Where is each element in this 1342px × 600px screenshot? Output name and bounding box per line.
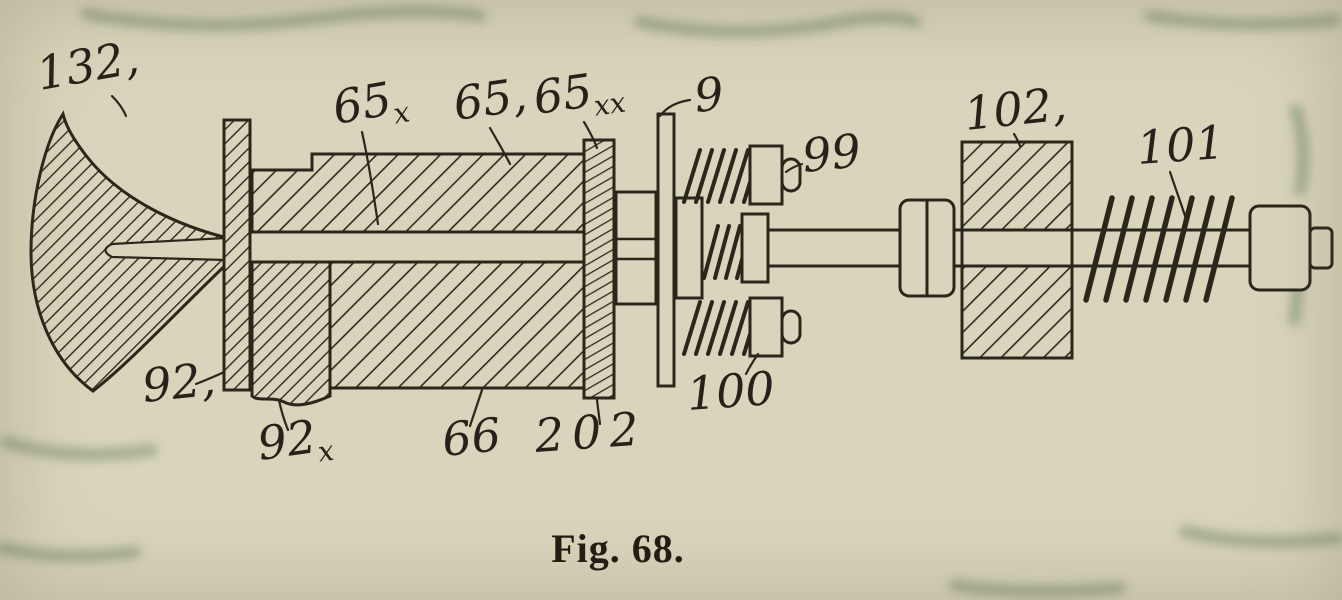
leader-100: [744, 352, 760, 376]
part-92x-lower-piece: [250, 260, 332, 407]
assembly-parts: [29, 110, 1334, 407]
label-132: 132,: [33, 30, 143, 101]
part-labels: 132, 65x 65, 65xx 9 99 102, 101 92, 92x …: [33, 30, 1227, 477]
leader-lines: [110, 94, 1189, 432]
part-202-end-strip: [582, 138, 616, 400]
coupler-block: [614, 190, 658, 306]
label-66: 66: [440, 407, 504, 467]
leader-99: [784, 162, 804, 174]
knob-center-slot: [104, 236, 228, 262]
leader-65x: [360, 130, 380, 226]
leader-102: [1012, 132, 1022, 148]
part-102-block: [960, 140, 1074, 360]
leader-65xx: [582, 120, 599, 150]
label-202: 202: [532, 401, 648, 463]
spring-101: [1083, 195, 1235, 303]
cap-middle-washer: [740, 212, 770, 284]
label-100: 100: [685, 361, 776, 421]
label-101: 101: [1135, 115, 1226, 175]
label-65: 65,: [450, 67, 530, 131]
label-92: 92,: [140, 352, 218, 413]
leader-9: [658, 98, 692, 118]
label-99: 99: [800, 123, 864, 183]
part-9-plate: [656, 112, 676, 388]
part-92-plate: [222, 118, 252, 392]
cap-top-99: [748, 144, 802, 206]
label-102: 102,: [962, 77, 1070, 141]
part-65-upper-beam: [250, 152, 586, 234]
label-65x: 65x: [329, 69, 413, 141]
leader-202: [595, 398, 602, 426]
leader-92x: [277, 398, 290, 432]
leader-92: [194, 370, 226, 386]
leader-132: [110, 94, 128, 118]
leader-65: [488, 126, 512, 166]
leader-101: [1168, 170, 1189, 224]
part-66-lower-beam: [328, 260, 586, 390]
hex-nut: [898, 198, 956, 298]
figure-caption: Fig. 68.: [551, 526, 685, 571]
end-nut: [1248, 204, 1334, 292]
leader-66: [468, 388, 484, 428]
cap-bottom-100: [748, 296, 802, 358]
label-92x: 92x: [254, 407, 336, 477]
hub-block: [674, 196, 704, 300]
label-9: 9: [692, 66, 727, 123]
label-65xx: 65xx: [530, 59, 628, 131]
